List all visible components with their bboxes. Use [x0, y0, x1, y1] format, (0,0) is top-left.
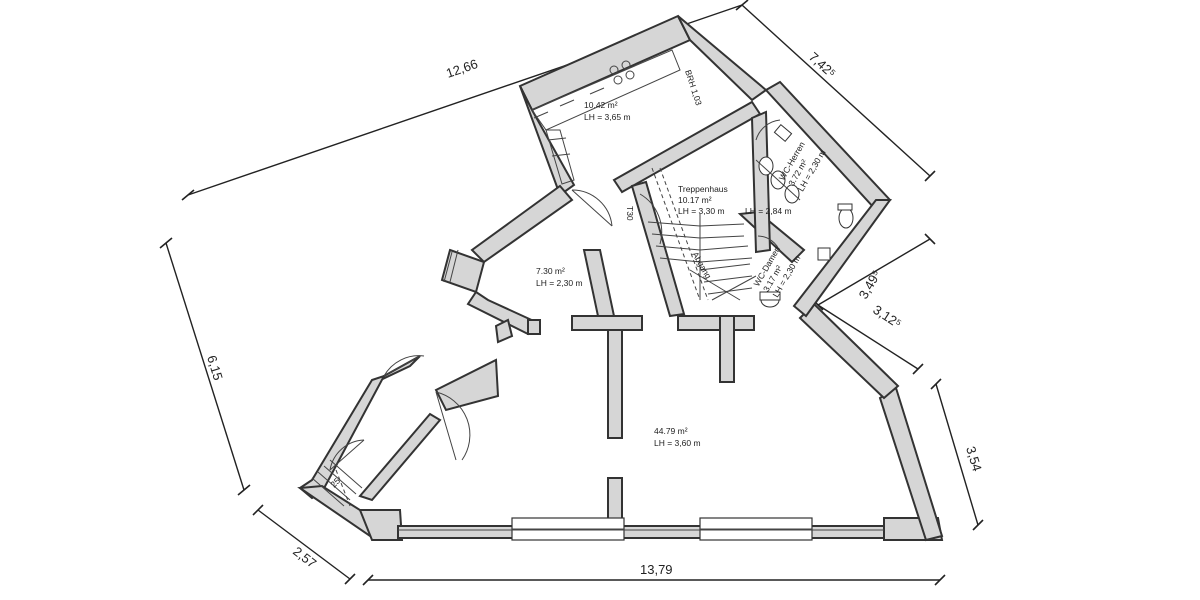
brh-label: BRH 1,03	[683, 69, 704, 107]
dim-bottom-left: 2,57	[290, 544, 319, 571]
stair-area: 10.17 m²	[678, 195, 712, 205]
stair-side-height: LH = 2,84 m	[745, 206, 792, 216]
dim-right-lower: 3,54	[963, 444, 985, 473]
room-stair-label: Treppenhaus 10.17 m² LH = 3,30 m	[678, 184, 728, 216]
dim-bottom: 13,79	[640, 562, 673, 577]
room-kitchen-label: 10.42 m² LH = 3,65 m	[584, 100, 631, 122]
downstairs-label: Abgang	[690, 250, 713, 281]
door-t30-label: T30	[625, 206, 635, 221]
kitchen-counter	[531, 49, 681, 185]
walls	[297, 14, 944, 542]
main-height: LH = 3,60 m	[654, 438, 701, 448]
staircase	[647, 167, 757, 301]
dim-top: 12,66	[444, 56, 480, 81]
room-hall-label: 7.30 m² LH = 2,30 m	[536, 266, 583, 288]
dim-left: 6,15	[204, 353, 226, 382]
dim-top-right: 7,42⁵	[806, 49, 839, 81]
dim-right-step: 3,12⁵	[870, 302, 904, 331]
stair-height: LH = 3,30 m	[678, 206, 725, 216]
room-main-label: 44.79 m² LH = 3,60 m	[654, 426, 701, 448]
hall-height: LH = 2,30 m	[536, 278, 583, 288]
windows	[398, 517, 884, 541]
entry-steps	[311, 459, 363, 507]
main-area: 44.79 m²	[654, 426, 688, 436]
hall-area: 7.30 m²	[536, 266, 565, 276]
wc-fixtures	[755, 123, 854, 308]
kitchen-area: 10.42 m²	[584, 100, 618, 110]
dim-right-upper: 3,49⁵	[856, 267, 884, 301]
parapet	[443, 249, 459, 283]
kitchen-height: LH = 3,65 m	[584, 112, 631, 122]
stair-name: Treppenhaus	[678, 184, 728, 194]
